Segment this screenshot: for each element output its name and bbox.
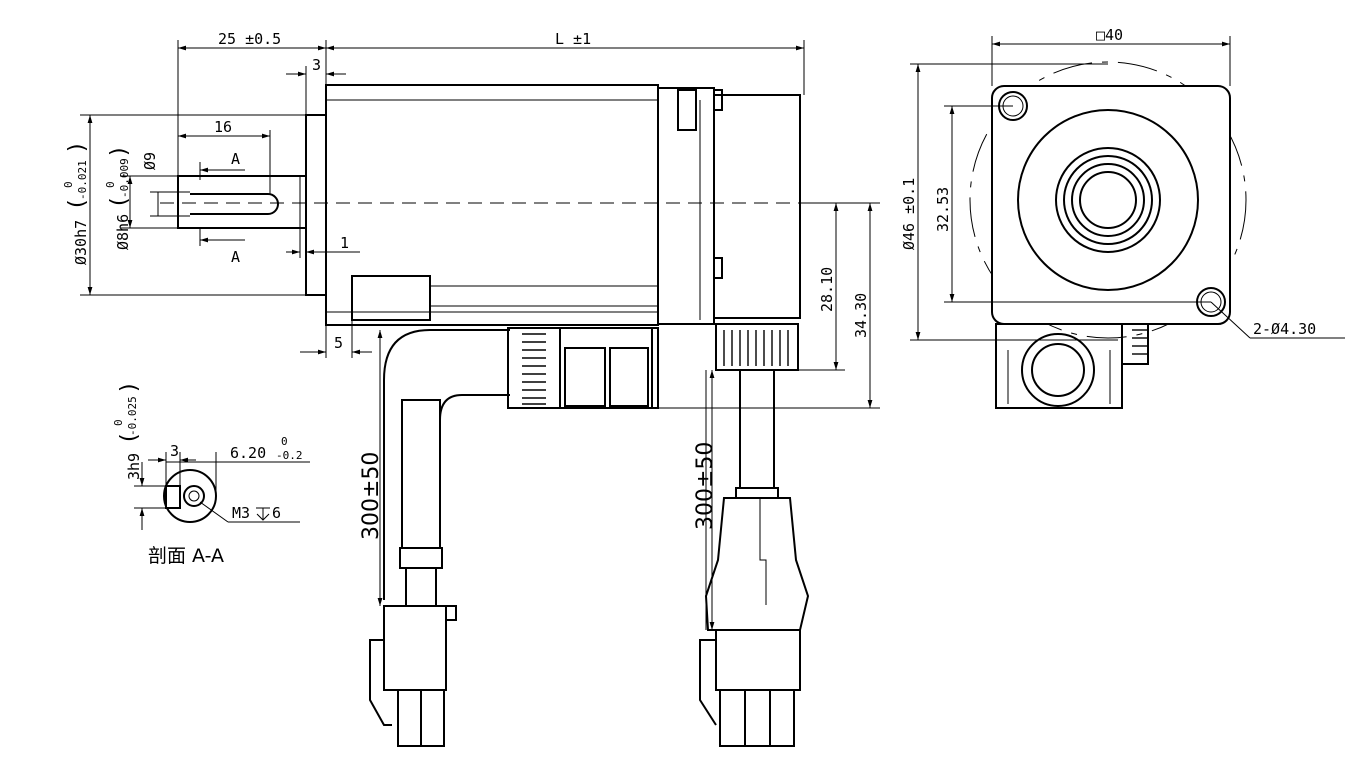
dim-flange-offset: 3: [312, 56, 321, 74]
dim-pilot-tol-lower: -0.021: [76, 160, 89, 200]
encoder-housing: [714, 94, 801, 319]
right-cable: [739, 369, 775, 489]
left-cable-outer: [383, 329, 510, 600]
section-a-a: 3h9 ( 0 -0.025 ) 3 6.20 0 -0.2 M3 6 剖面 A…: [112, 383, 310, 567]
left-cable-inner: [439, 394, 510, 548]
motor-body: [325, 84, 659, 326]
dim-height-28: 28.10: [818, 267, 836, 312]
dim-key-depth-tol-upper: 0: [281, 435, 288, 448]
paren-open-shaft: (: [107, 197, 132, 206]
paren-open-pilot: (: [65, 199, 90, 208]
paren-close-shaft: ): [107, 147, 132, 156]
dim-key-width-tol-upper: 0: [112, 419, 125, 426]
paren-close-pilot: ): [65, 143, 90, 152]
dim-cable-right: 300±50: [693, 442, 718, 530]
front-view: [969, 61, 1247, 409]
flange: [305, 114, 327, 296]
keyway: [190, 193, 279, 215]
section-mark-bottom: A: [231, 248, 240, 266]
dim-key-depth-3: 3: [170, 442, 179, 460]
encoder-connector: [715, 323, 799, 371]
dim-key-width-tol-lower: -0.025: [126, 396, 139, 436]
dim-thread-depth: 6: [272, 504, 281, 522]
dim-key-dia: Ø9: [141, 152, 159, 170]
dim-shaft-length: 25 ±0.5: [218, 30, 281, 48]
section-caption: 剖面 A-A: [148, 545, 224, 567]
bolt-circle: [969, 61, 1247, 339]
dim-key-depth: 6.20: [230, 444, 266, 462]
dim-thread: M3: [232, 504, 250, 522]
dim-key-width: 3h9: [125, 453, 143, 480]
cable-gland-box: [351, 275, 431, 321]
left-plug: [369, 605, 457, 747]
tab-top-right: [713, 89, 723, 111]
dim-flange-gap: 1: [340, 234, 349, 252]
right-plug: [699, 497, 810, 747]
shaft: [177, 175, 307, 229]
tab-bottom-right: [713, 257, 723, 279]
square-flange: [991, 85, 1231, 325]
dim-key-length: 16: [214, 118, 232, 136]
dim-shaft-dia: Ø8h6: [114, 214, 132, 250]
dim-height-34: 34.30: [852, 293, 870, 338]
power-connector: [507, 327, 659, 409]
side-view-dimensions: 25 ±0.5 L ±1 3 16 1 5 Ø30h7 ( 0 -0.021 ): [62, 30, 880, 630]
section-mark-top: A: [231, 150, 240, 168]
dim-shaft-tol-upper: 0: [104, 181, 117, 188]
front-view-dimensions: □40 Ø46 ±0.1 32.53 2-Ø4.30: [900, 26, 1345, 341]
dim-shaft-tol-lower: -0.009: [118, 158, 131, 198]
dim-mount-holes: 2-Ø4.30: [1253, 320, 1316, 338]
dim-cable-left: 300±50: [359, 452, 384, 540]
dim-pilot-dia: Ø30h7: [72, 220, 90, 265]
side-view: [160, 84, 840, 747]
dim-hole-pitch: 32.53: [934, 187, 952, 232]
dim-bolt-circle: Ø46 ±0.1: [900, 178, 918, 250]
dim-square-size: □40: [1096, 26, 1123, 44]
paren-open-key: (: [117, 433, 142, 442]
paren-close-key: ): [117, 383, 142, 392]
dim-body-length: L ±1: [555, 30, 591, 48]
rear-cap: [657, 87, 715, 325]
section-keyway: [165, 485, 181, 509]
tab-top: [677, 89, 697, 131]
dim-pilot-tol-upper: 0: [62, 181, 75, 188]
dim-step-5: 5: [334, 334, 343, 352]
dim-key-depth-tol-lower: -0.2: [276, 449, 303, 462]
depth-symbol-icon: [256, 507, 270, 521]
